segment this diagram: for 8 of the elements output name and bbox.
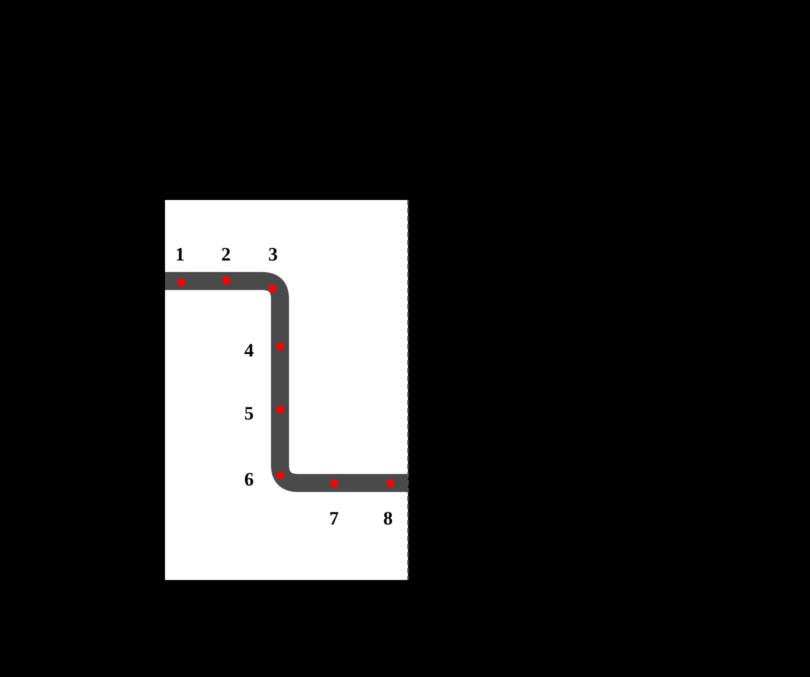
point-number: 3 xyxy=(268,246,278,264)
point-number: 2 xyxy=(221,246,231,264)
point-number: 1 xyxy=(175,246,185,264)
point-number: 6 xyxy=(244,470,254,490)
point-number: 7 xyxy=(329,510,339,528)
point-number: 5 xyxy=(244,404,254,424)
point-number: 4 xyxy=(244,342,254,360)
point-number: 8 xyxy=(383,510,393,528)
